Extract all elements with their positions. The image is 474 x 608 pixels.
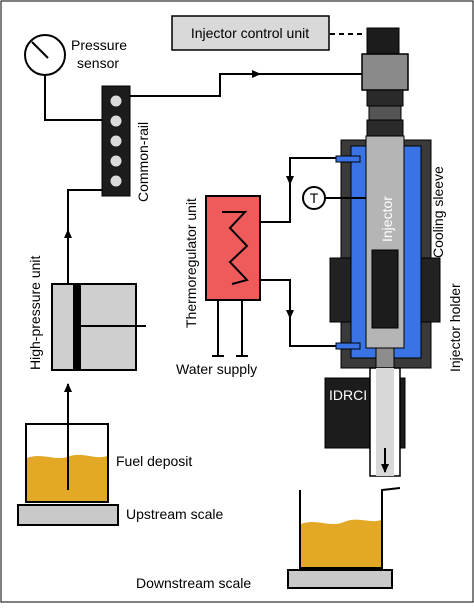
injector-inner-piece (371, 249, 399, 329)
injector-label: Injector (379, 196, 395, 242)
sensor-line (44, 75, 102, 121)
cooling-supply-line (260, 157, 336, 223)
cooling-return-line (260, 279, 336, 347)
upstream-scale (17, 504, 119, 526)
pump-to-rail-line (67, 189, 102, 284)
water-supply-label: Water supply (176, 361, 257, 377)
injector-nut-2 (368, 105, 402, 121)
cooling-outlet (335, 342, 361, 350)
injector-control-unit-box (171, 15, 330, 51)
idrci-label: IDRCI (329, 387, 367, 403)
downstream-fuel (301, 519, 381, 567)
pressure-gauge-needle (31, 41, 49, 59)
upstream-scale-label: Upstream scale (126, 506, 223, 522)
rail-port-1 (110, 95, 122, 107)
injector-connector (366, 27, 400, 55)
rail-port-5 (110, 175, 122, 187)
injector-nut-3 (366, 119, 404, 137)
pressure-sensor-label-1: Pressure (71, 37, 127, 53)
thermoregulator-coil (222, 211, 249, 285)
injector-holder-label: Injector holder (447, 283, 463, 372)
rail-port-2 (110, 115, 122, 127)
cooling-sleeve-label: Cooling sleeve (430, 166, 446, 258)
common-rail-label: Common-rail (135, 122, 151, 202)
downstream-scale (287, 569, 393, 589)
rail-port-4 (110, 155, 122, 167)
injector-solenoid (361, 53, 409, 91)
injector-tip (375, 347, 395, 369)
high-pressure-unit-label: High-pressure unit (27, 256, 43, 370)
pump-piston (73, 284, 81, 370)
idrci-bore-fill (376, 368, 394, 476)
injector-nut-1 (366, 89, 404, 107)
high-pressure-line-1 (130, 70, 261, 97)
thermoregulator-body (205, 195, 261, 301)
thermoregulator-label: Thermoregulator unit (183, 198, 199, 328)
rail-port-3 (110, 135, 122, 147)
downstream-beaker (299, 487, 401, 569)
fuel-deposit-label: Fuel deposit (116, 453, 192, 469)
pressure-sensor-label-2: sensor (77, 55, 119, 71)
downstream-scale-label: Downstream scale (136, 575, 251, 591)
injector-control-unit-label: Injector control unit (191, 25, 309, 41)
cooling-inlet (335, 155, 361, 163)
temperature-probe-label: T (310, 190, 319, 206)
